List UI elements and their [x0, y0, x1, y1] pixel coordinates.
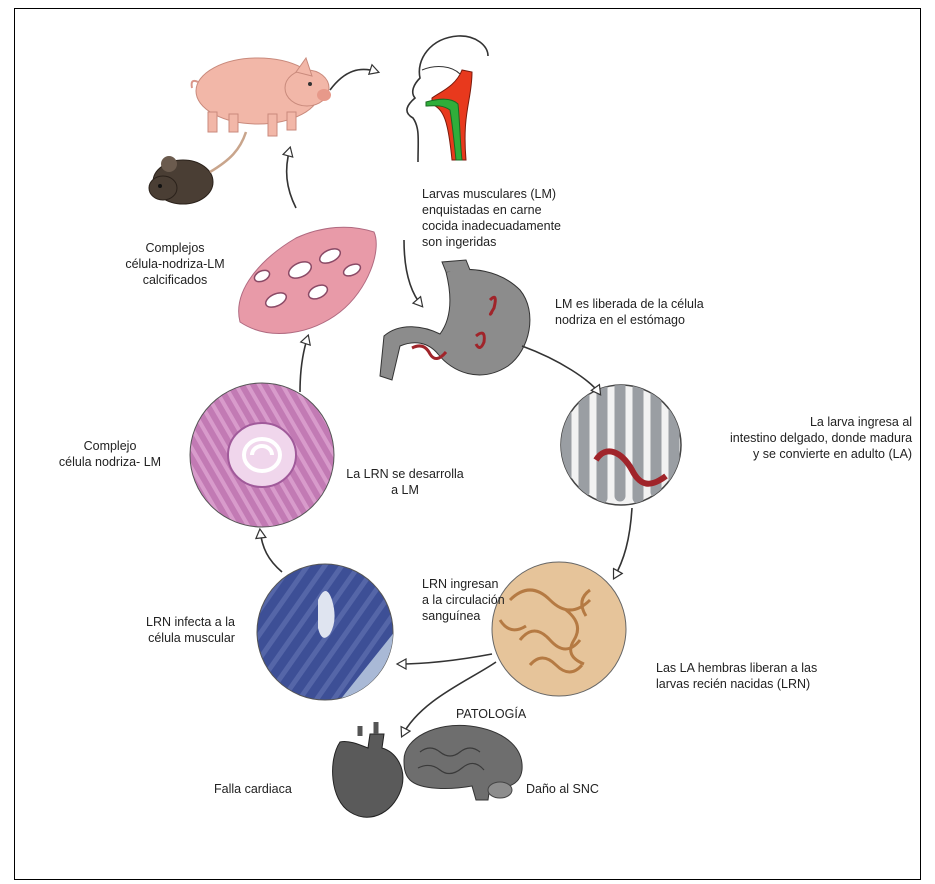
muscle-cell-circle-image — [257, 564, 420, 720]
label-intestine-maturation: La larva ingresa al intestino delgado, d… — [730, 414, 912, 462]
arrow-intestine-to-larvae — [614, 508, 632, 578]
label-calcified-complexes: Complejos célula-nodriza-LM calcificados — [110, 240, 240, 288]
label-heart-failure: Falla cardiaca — [214, 781, 292, 797]
label-nurse-cell-complex: Complejo célula nodriza- LM — [40, 438, 180, 470]
stomach-illustration — [380, 260, 530, 380]
intestine-circle-image — [561, 385, 681, 505]
arrow-tissue-to-pig — [287, 148, 296, 208]
arrow-muscle-to-complex — [260, 530, 282, 572]
heart-illustration — [333, 722, 403, 817]
label-ingested-larvae: Larvas musculares (LM) enquistadas en ca… — [422, 186, 561, 250]
calcified-tissue-image — [239, 227, 377, 333]
human-head-digestive-tract — [348, 22, 488, 162]
label-stomach-release: LM es liberada de la célula nodriza en e… — [555, 296, 704, 328]
mouse-illustration — [149, 132, 246, 204]
label-circulation: LRN ingresan a la circulación sanguínea — [422, 576, 505, 624]
brain-illustration — [404, 725, 522, 800]
pig-illustration — [192, 58, 331, 136]
newborn-larvae-circle-image — [492, 562, 626, 696]
arrow-stomach-to-intestine — [522, 346, 600, 394]
label-develops-to-lm: La LRN se desarrolla a LM — [344, 466, 466, 498]
label-infects-muscle: LRN infecta a la célula muscular — [146, 614, 235, 646]
label-cns-damage: Daño al SNC — [526, 781, 599, 797]
label-pathology: PATOLOGÍA — [456, 706, 526, 722]
arrow-ingestion — [404, 240, 422, 306]
arrow-to-pathology — [402, 662, 496, 736]
label-release-newborn-larvae: Las LA hembras liberan a las larvas reci… — [656, 660, 817, 692]
arrow-larvae-to-muscle — [398, 654, 492, 664]
arrow-complex-to-tissue — [300, 336, 308, 392]
nurse-cell-complex-circle-image — [190, 383, 334, 527]
